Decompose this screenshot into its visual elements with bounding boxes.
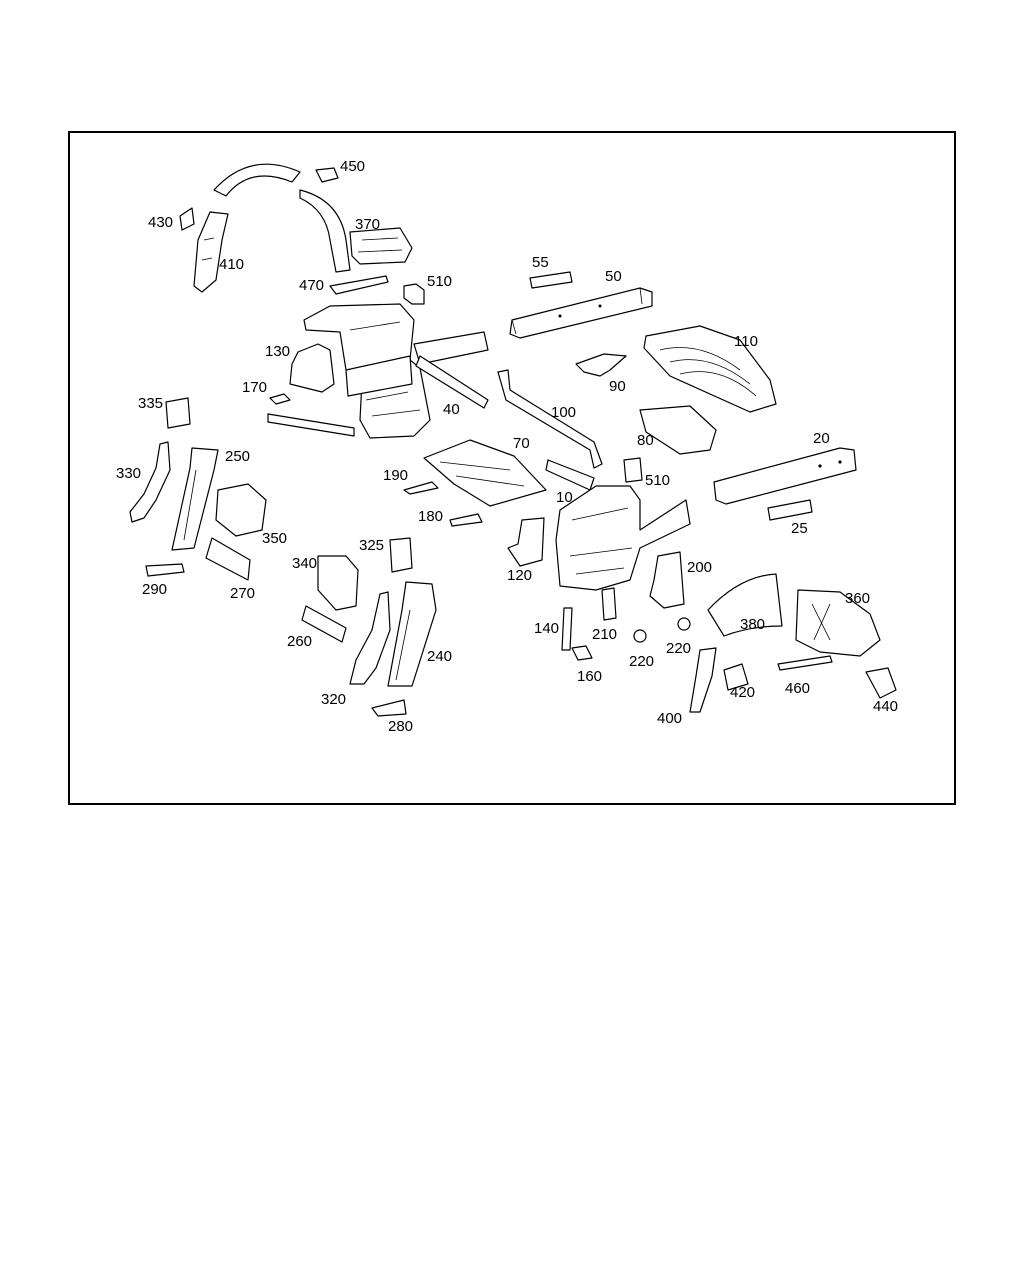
part-130 — [289, 343, 335, 393]
part-370 — [299, 189, 413, 273]
part-140 — [561, 607, 573, 651]
callout-400: 400 — [657, 710, 682, 727]
callout-140: 140 — [534, 620, 559, 637]
part-330 — [129, 441, 171, 523]
callout-130: 130 — [265, 343, 290, 360]
callout-510-right: 510 — [645, 472, 670, 489]
part-80 — [639, 405, 717, 455]
part-70 — [423, 439, 547, 507]
callout-320: 320 — [321, 691, 346, 708]
callout-380: 380 — [740, 616, 765, 633]
part-335 — [165, 397, 191, 429]
part-250 — [171, 447, 219, 551]
callout-440: 440 — [873, 698, 898, 715]
part-40 — [303, 303, 489, 439]
part-380 — [707, 573, 783, 637]
callout-360: 360 — [845, 590, 870, 607]
callout-410: 410 — [219, 256, 244, 273]
part-110 — [643, 325, 777, 413]
part-470 — [329, 275, 389, 295]
callout-70: 70 — [513, 435, 530, 452]
callout-350: 350 — [262, 530, 287, 547]
callout-335: 335 — [138, 395, 163, 412]
part-270 — [205, 537, 251, 581]
callout-160: 160 — [577, 668, 602, 685]
part-410 — [193, 211, 229, 293]
part-240 — [387, 581, 437, 687]
callout-340: 340 — [292, 555, 317, 572]
diagram-frame — [68, 131, 956, 805]
callout-50: 50 — [605, 268, 622, 285]
part-170 — [269, 393, 291, 405]
part-40-bar — [267, 413, 355, 437]
callout-10: 10 — [556, 489, 573, 506]
callout-460: 460 — [785, 680, 810, 697]
part-320 — [349, 591, 391, 685]
callout-260: 260 — [287, 633, 312, 650]
callout-55: 55 — [532, 254, 549, 271]
part-280 — [371, 699, 407, 717]
callout-270: 270 — [230, 585, 255, 602]
part-440 — [865, 667, 897, 699]
part-10 — [545, 459, 691, 591]
part-200 — [649, 551, 685, 609]
part-325 — [389, 537, 413, 573]
part-220-bolt-a — [633, 629, 647, 643]
callout-430: 430 — [148, 214, 173, 231]
part-90 — [575, 353, 627, 377]
part-180 — [449, 513, 483, 527]
part-450 — [213, 163, 339, 197]
part-260 — [301, 605, 347, 643]
part-25 — [767, 499, 813, 521]
part-420 — [723, 663, 749, 691]
callout-330: 330 — [116, 465, 141, 482]
callout-90: 90 — [609, 378, 626, 395]
part-360 — [795, 589, 881, 657]
callout-325: 325 — [359, 537, 384, 554]
part-220-bolt-b — [677, 617, 691, 631]
callout-420: 420 — [730, 684, 755, 701]
callout-120: 120 — [507, 567, 532, 584]
part-20 — [713, 447, 857, 505]
callout-200: 200 — [687, 559, 712, 576]
callout-100: 100 — [551, 404, 576, 421]
callout-510-top: 510 — [427, 273, 452, 290]
part-430 — [179, 207, 195, 231]
callout-290: 290 — [142, 581, 167, 598]
callout-190: 190 — [383, 467, 408, 484]
part-510-right — [623, 457, 643, 483]
part-160 — [571, 645, 593, 661]
callout-450: 450 — [340, 158, 365, 175]
part-350 — [215, 483, 267, 537]
part-190 — [403, 481, 439, 495]
callout-280: 280 — [388, 718, 413, 735]
callout-170: 170 — [242, 379, 267, 396]
part-50 — [509, 287, 653, 339]
callout-470: 470 — [299, 277, 324, 294]
callout-220-b: 220 — [666, 640, 691, 657]
callout-180: 180 — [418, 508, 443, 525]
callout-80: 80 — [637, 432, 654, 449]
part-120 — [507, 517, 545, 567]
callout-20: 20 — [813, 430, 830, 447]
callout-370: 370 — [355, 216, 380, 233]
part-100 — [497, 369, 603, 469]
part-210 — [601, 587, 617, 621]
part-510-top — [403, 283, 425, 305]
part-460 — [777, 655, 833, 671]
callout-25: 25 — [791, 520, 808, 537]
callout-110: 110 — [734, 333, 758, 350]
part-290 — [145, 563, 185, 577]
callout-240: 240 — [427, 648, 452, 665]
part-400 — [689, 647, 717, 713]
part-340 — [317, 555, 359, 611]
callout-250: 250 — [225, 448, 250, 465]
callout-40: 40 — [443, 401, 460, 418]
callout-220-a: 220 — [629, 653, 654, 670]
callout-210: 210 — [592, 626, 617, 643]
part-55 — [529, 271, 573, 289]
